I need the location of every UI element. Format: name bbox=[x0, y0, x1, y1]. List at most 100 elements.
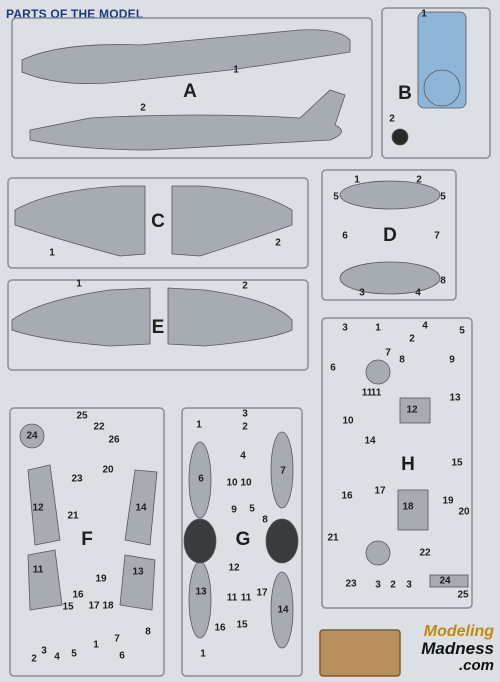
part-number: 11 bbox=[226, 592, 238, 604]
watermark-line2: Madness bbox=[421, 639, 494, 658]
b-small-part bbox=[391, 128, 409, 146]
sprue-frame-e bbox=[7, 279, 309, 371]
g-prop-right bbox=[265, 518, 299, 564]
part-number: 2 bbox=[31, 653, 37, 665]
part-number: 10 bbox=[240, 477, 252, 489]
part-number: 2 bbox=[409, 333, 415, 345]
wing-right-upper bbox=[171, 185, 293, 257]
sprue-frame-g bbox=[181, 407, 303, 677]
part-number: 1 bbox=[93, 639, 99, 651]
part-number: 20 bbox=[458, 506, 470, 518]
part-number: 3 bbox=[242, 408, 248, 420]
sprue-frame-d bbox=[321, 169, 457, 301]
part-number: 8 bbox=[262, 514, 268, 526]
part-number: 3 bbox=[406, 579, 412, 591]
d-part-bottom bbox=[339, 261, 441, 295]
part-number: 9 bbox=[449, 354, 455, 366]
part-number: 1 bbox=[196, 419, 202, 431]
part-number: 5 bbox=[459, 325, 465, 337]
sprue-letter-f: F bbox=[81, 529, 93, 550]
sprue-frame-h bbox=[321, 317, 473, 609]
f-tail-14 bbox=[124, 469, 158, 546]
part-number: 3 bbox=[359, 287, 365, 299]
fuselage-half-upper bbox=[21, 29, 351, 85]
part-number: 19 bbox=[95, 573, 107, 585]
part-number: 19 bbox=[442, 495, 454, 507]
part-number: 6 bbox=[198, 473, 204, 485]
part-number: 10 bbox=[226, 477, 238, 489]
part-number: 11 bbox=[370, 387, 382, 399]
sprue-frame-c bbox=[7, 177, 309, 269]
h-part-24 bbox=[429, 574, 469, 588]
sprue-frame-b bbox=[381, 7, 491, 159]
part-number: 2 bbox=[389, 113, 395, 125]
part-number: 12 bbox=[406, 404, 418, 416]
part-number: 1 bbox=[375, 322, 381, 334]
part-number: 2 bbox=[390, 579, 396, 591]
watermark-line1: Modeling bbox=[423, 623, 494, 640]
part-number: 8 bbox=[440, 275, 446, 287]
part-number: 23 bbox=[345, 578, 357, 590]
part-number: 21 bbox=[327, 532, 339, 544]
part-number: 1 bbox=[233, 64, 239, 76]
d-part-top bbox=[339, 180, 441, 210]
part-number: 15 bbox=[451, 457, 463, 469]
part-number: 8 bbox=[399, 354, 405, 366]
part-number: 9 bbox=[231, 504, 237, 516]
part-number: 12 bbox=[32, 502, 44, 514]
wing-right-lower bbox=[167, 287, 293, 347]
part-number: 17 bbox=[374, 485, 386, 497]
wing-left-lower bbox=[11, 287, 151, 347]
part-number: 6 bbox=[119, 650, 125, 662]
part-number: 1 bbox=[76, 278, 82, 290]
part-number: 25 bbox=[457, 589, 469, 601]
canopy-dome-part bbox=[423, 69, 461, 107]
part-number: 25 bbox=[76, 410, 88, 422]
sprue-letter-a: A bbox=[183, 81, 197, 102]
h-wheel-22 bbox=[365, 540, 391, 566]
sprue-letter-g: G bbox=[235, 529, 251, 550]
part-number: 1 bbox=[354, 174, 360, 186]
sprue-letter-h: H bbox=[401, 454, 415, 475]
part-number: 4 bbox=[240, 450, 246, 462]
part-number: 20 bbox=[102, 464, 114, 476]
part-number: 4 bbox=[415, 287, 421, 299]
f-tail-12 bbox=[27, 464, 61, 546]
part-number: 15 bbox=[236, 619, 248, 631]
sprue-letter-d: D bbox=[383, 225, 397, 246]
g-prop-left bbox=[183, 518, 217, 564]
sprue-frame-f bbox=[9, 407, 165, 677]
part-number: 22 bbox=[93, 421, 105, 433]
part-number: 13 bbox=[132, 566, 144, 578]
part-number: 2 bbox=[242, 280, 248, 292]
h-wheel-3 bbox=[365, 359, 391, 385]
part-number: 8 bbox=[145, 626, 151, 638]
part-number: 4 bbox=[422, 320, 428, 332]
h-part-12 bbox=[399, 397, 431, 424]
part-number: 7 bbox=[280, 465, 286, 477]
part-number: 7 bbox=[114, 633, 120, 645]
part-number: 5 bbox=[71, 648, 77, 660]
part-number: 2 bbox=[242, 421, 248, 433]
part-number: 24 bbox=[439, 575, 451, 587]
part-number: 22 bbox=[419, 547, 431, 559]
part-number: 5 bbox=[249, 503, 255, 515]
g-part-13 bbox=[188, 561, 212, 639]
part-number: 17 bbox=[256, 587, 268, 599]
part-number: 23 bbox=[71, 473, 83, 485]
part-number: 2 bbox=[140, 102, 146, 114]
sprue-letter-b: B bbox=[398, 83, 412, 104]
part-number: 12 bbox=[228, 562, 240, 574]
sprue-frame-a bbox=[11, 17, 373, 159]
photo-etch-fret bbox=[319, 629, 401, 677]
part-number: 5 bbox=[333, 191, 339, 203]
part-number: 14 bbox=[135, 502, 147, 514]
part-number: 6 bbox=[330, 362, 336, 374]
part-number: 1 bbox=[421, 8, 427, 20]
part-number: 3 bbox=[41, 645, 47, 657]
wing-left-upper bbox=[14, 185, 146, 257]
part-number: 14 bbox=[364, 435, 376, 447]
sprue-letter-e: E bbox=[151, 317, 165, 338]
part-number: 2 bbox=[275, 237, 281, 249]
